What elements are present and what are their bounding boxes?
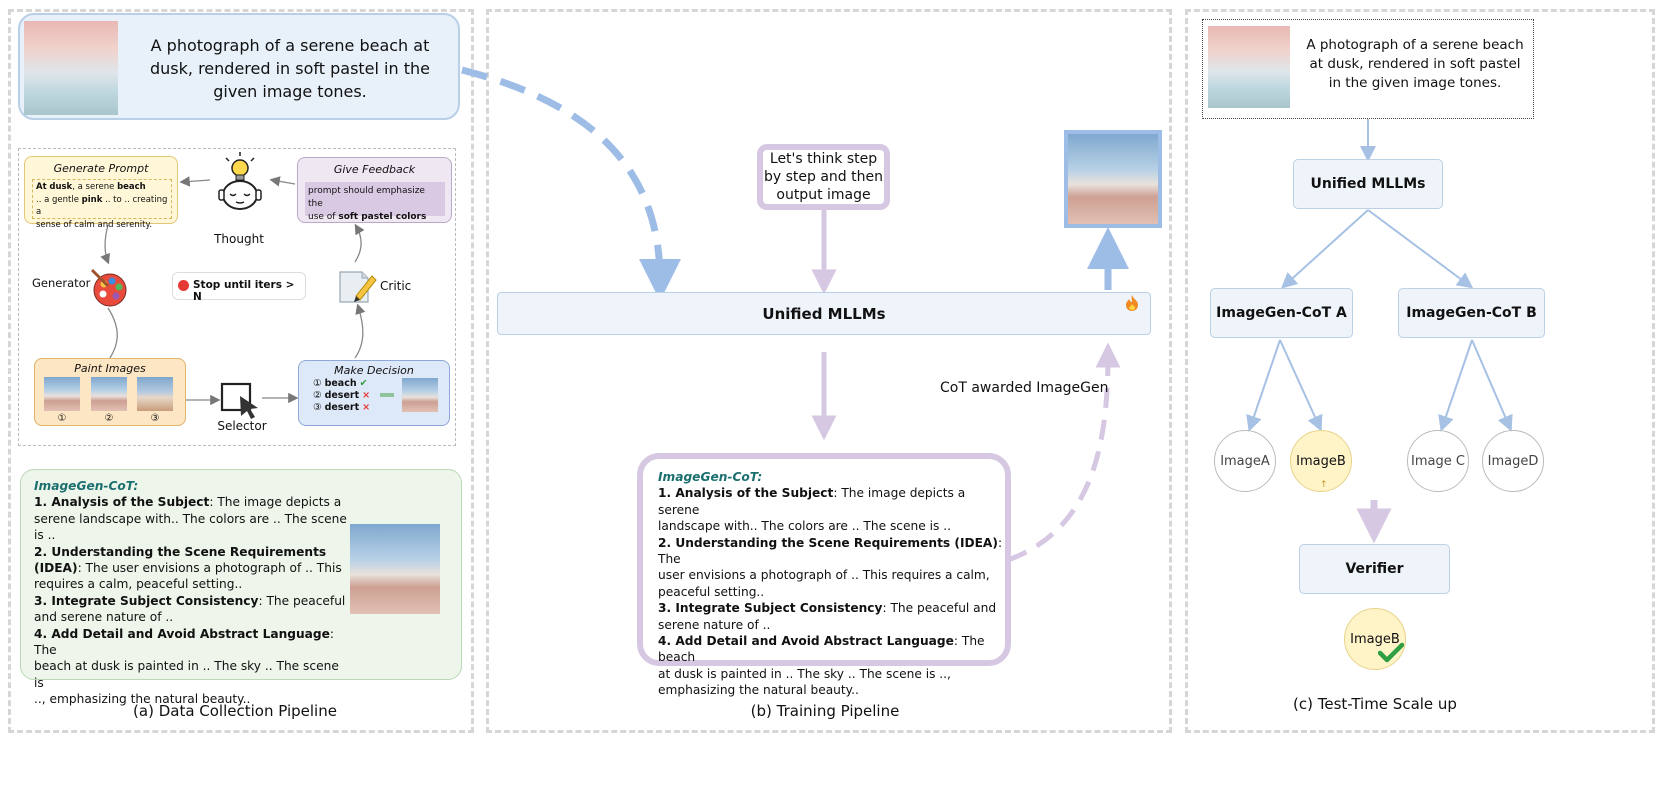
output-image (1064, 130, 1162, 228)
paint-image-1-num: ① (57, 412, 67, 424)
make-decision-title: Make Decision (334, 364, 414, 377)
thought-label: Thought (214, 232, 264, 246)
arrow-right-icon (380, 393, 394, 397)
edge-cot-a-to-image-b (1279, 339, 1323, 432)
paint-image-3-num: ③ (150, 412, 160, 424)
cursor-select-icon (220, 382, 258, 419)
paint-image-3 (137, 377, 173, 411)
edge-cot-b-to-image-c (1438, 339, 1473, 432)
mllm-bar: Unified MLLMs (497, 292, 1151, 335)
arrow-decision-to-critic (354, 303, 366, 359)
mllm-node-c: Unified MLLMs (1293, 159, 1443, 209)
think-box: Let's think step by step and then output… (757, 144, 890, 210)
cot-text-a: ImageGen-CoT: 1. Analysis of the Subject… (34, 479, 347, 707)
dashed-arrow-prompt-to-mllm (461, 66, 681, 301)
stop-condition-label: Stop until iters > N (193, 279, 295, 303)
generate-prompt-text: At dusk, a serene beach .. a gentle pink… (32, 179, 172, 230)
image-node-d: ImageD (1482, 430, 1544, 492)
check-icon (1378, 642, 1404, 663)
cross-icon: × (362, 390, 371, 401)
generator-label: Generator (32, 276, 91, 290)
image-node-a: ImageA (1214, 430, 1276, 492)
caption-c: (c) Test-Time Scale up (1293, 695, 1457, 713)
image-node-c: Image C (1407, 430, 1469, 492)
prompt-image-c (1208, 26, 1290, 108)
check-icon: ✔ (359, 378, 368, 389)
cot-node-a: ImageGen-CoT A (1210, 288, 1353, 338)
cot-image-a (350, 524, 440, 614)
arrow-generator-to-paint (107, 307, 118, 359)
selector-label: Selector (217, 419, 267, 433)
arrow-thought-to-prompt (179, 176, 211, 187)
edge-cot-b-to-image-d (1471, 339, 1513, 432)
panel-c-border (1185, 9, 1655, 733)
edge-mllm-to-cot-a (1281, 209, 1369, 289)
fire-icon (1126, 295, 1138, 311)
verifier-node: Verifier (1299, 544, 1450, 594)
cot-text-b: ImageGen-CoT: 1. Analysis of the Subject… (658, 470, 1003, 698)
arrow-up-icon: ↑ (1320, 480, 1328, 490)
paint-image-2 (91, 377, 127, 411)
decision-option-2: ② desert × (313, 390, 371, 401)
pencil-note-icon (339, 271, 377, 303)
paint-image-2-num: ② (104, 412, 114, 424)
arrow-prompt-to-generator (100, 224, 110, 265)
arrow-critic-to-feedback (354, 223, 365, 263)
decision-selected-image (402, 378, 438, 412)
caption-a: (a) Data Collection Pipeline (133, 702, 337, 720)
decision-option-1: ① beach ✔ (313, 378, 368, 389)
image-node-b: ImageB (1290, 430, 1352, 492)
edge-cot-a-to-image-a (1246, 339, 1281, 432)
decision-option-3: ③ desert × (313, 402, 371, 413)
robot-lightbulb-icon (218, 152, 262, 210)
prompt-box-c (1202, 19, 1534, 119)
give-feedback-text: prompt should emphasize the use of soft … (305, 182, 445, 222)
prompt-text-c: A photograph of a serene beach at dusk, … (1306, 36, 1524, 91)
paint-images-title: Paint Images (74, 362, 146, 375)
give-feedback-title: Give Feedback (333, 162, 416, 176)
edge-mllm-to-cot-b (1367, 209, 1474, 289)
critic-label: Critic (380, 279, 412, 293)
caption-b: (b) Training Pipeline (750, 702, 900, 720)
decision-options: ① beach ✔ ② desert × ③ desert × (313, 378, 403, 420)
prompt-image-thumbnail (24, 21, 118, 115)
stop-condition-pill (172, 272, 306, 300)
arrow-feedback-to-thought (269, 176, 296, 187)
panel-b-border (486, 9, 1172, 733)
paint-image-1 (44, 377, 80, 411)
reward-label: CoT awarded ImageGen (940, 380, 1109, 396)
paint-palette-icon (90, 268, 127, 307)
panel-a-border (8, 9, 474, 733)
cross-icon: × (362, 402, 371, 413)
red-circle-icon (178, 280, 189, 291)
cot-node-b: ImageGen-CoT B (1398, 288, 1545, 338)
dashed-arrow-cot-to-mllm (1007, 342, 1121, 563)
generate-prompt-box (24, 156, 178, 224)
cot-box-b (637, 453, 1011, 666)
data-loop-border (18, 148, 456, 446)
result-node: ImageB (1344, 608, 1406, 670)
prompt-text: A photograph of a serene beach at dusk, … (150, 35, 430, 101)
generate-prompt-title: Generate Prompt (53, 161, 149, 175)
